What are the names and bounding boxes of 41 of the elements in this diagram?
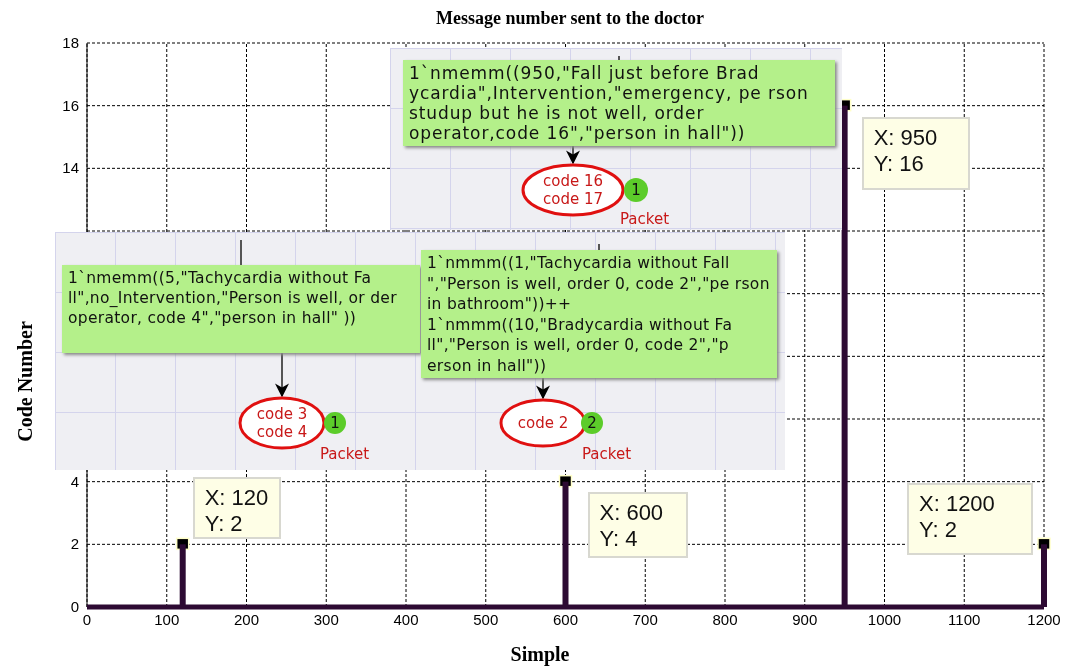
x-tick-label: 700: [631, 611, 659, 628]
x-tick-label: 600: [552, 611, 579, 628]
x-tick-label: 100: [153, 611, 181, 628]
y-tick-label: 16: [62, 96, 79, 114]
x-tick-label: 400: [392, 611, 420, 628]
arc-arrow: [275, 352, 289, 398]
place-ellipse: [499, 398, 587, 448]
place-text: code 3: [256, 405, 308, 423]
x-tick-label: 1100: [947, 611, 982, 628]
x-tick-label: 300: [312, 611, 340, 628]
place-label: Packet: [620, 210, 670, 228]
place-text: code 17: [543, 190, 603, 208]
x-tick-label: 800: [711, 611, 739, 628]
y-tick-label: 0: [70, 598, 79, 615]
y-tick-label: 4: [70, 472, 79, 490]
data-tooltip: X: 120 Y: 2: [192, 477, 281, 540]
place-text: code 4: [256, 423, 308, 441]
arc-arrow: [536, 377, 550, 400]
arc-arrow: [566, 145, 580, 165]
chart-title: Message number sent to the doctor: [434, 8, 706, 29]
inscription-box: 1`nmemm((5,"Tachycardia without Fa ll",no_Intervention,"Person is well, or der operator, code 4","person in hall" )): [62, 265, 420, 353]
place-text: code 2: [517, 414, 569, 432]
place-label: Packet: [320, 445, 370, 463]
inscription-box: 1`nmemm((950,"Fall just before Brad ycardia",Intervention,"emergency, pe rson studup but he is not well, order operator,code 16","person in hall")): [403, 60, 835, 146]
x-tick-label: 900: [791, 611, 819, 628]
place-label: Packet: [582, 445, 632, 463]
y-tick-label: 2: [70, 535, 79, 553]
x-axis-title: Simple: [509, 643, 571, 666]
x-tick-label: 1200: [1026, 611, 1062, 628]
y-tick-label: 14: [62, 159, 79, 177]
y-tick-label: 18: [62, 34, 79, 51]
place-text: code 16: [543, 172, 603, 190]
data-tooltip: X: 1200 Y: 2: [907, 483, 1033, 556]
x-tick-label: 500: [472, 611, 500, 628]
inscription-box: 1`nmmm((1,"Tachycardia without Fall ","Person is well, order 0, code 2","pe rson in bathroom"))++ 1`nmmm((10,"Bradycardia without Fa ll","Person is well, order 0, code 2","p erson in hall")): [421, 250, 777, 378]
y-axis-title: Code Number: [13, 320, 37, 444]
data-tooltip: X: 600 Y: 4: [587, 491, 688, 558]
x-tick-label: 1000: [866, 611, 903, 628]
data-tooltip: X: 950 Y: 16: [861, 116, 970, 190]
x-tick-label: 0: [81, 611, 93, 628]
x-tick-label: 200: [233, 611, 260, 628]
